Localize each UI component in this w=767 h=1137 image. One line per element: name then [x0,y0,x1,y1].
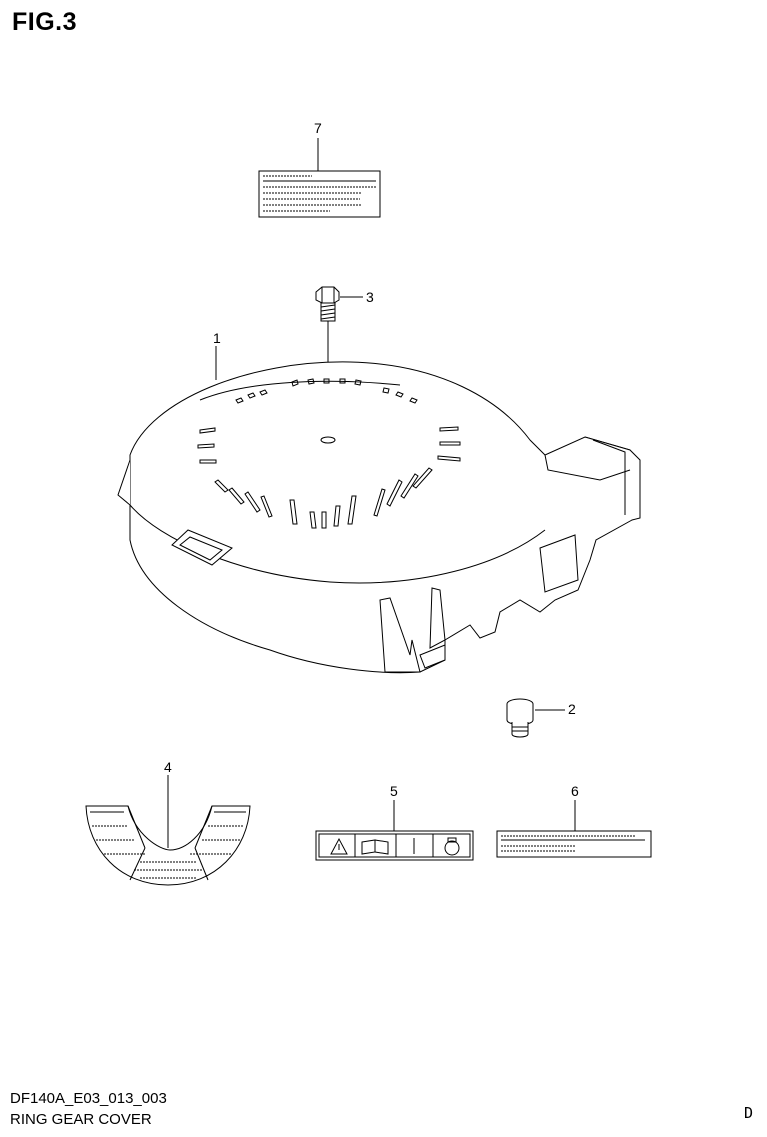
part-4-cushion [85,805,251,886]
circle-icon [444,840,460,856]
part-2-grommet [506,698,534,738]
part-5-warning-label [315,830,474,861]
callout-number-5: 5 [390,783,398,799]
warning-triangle-icon [330,837,348,855]
cover-vent-slots [197,378,461,529]
manual-book-icon [361,839,389,855]
callout-5: 5 [390,783,398,831]
footer-code: DF140A_E03_013_003 [10,1090,167,1107]
callout-7: 7 [314,120,322,171]
callout-number-3: 3 [366,289,374,305]
callout-3: 3 [340,289,374,305]
callout-2: 2 [535,701,576,717]
callout-4: 4 [164,759,172,848]
footer-name: RING GEAR COVER [10,1111,152,1128]
callouts: 1 2 3 4 5 6 7 [164,120,579,848]
part-7-label [258,170,381,218]
part-6-label [496,830,652,858]
callout-number-7: 7 [314,120,322,136]
part-1-cover [117,361,641,674]
callout-number-4: 4 [164,759,172,775]
corner-letter: D [744,1104,754,1122]
callout-6: 6 [571,783,579,831]
figure-label: FIG.3 [12,8,78,36]
callout-number-6: 6 [571,783,579,799]
callout-number-1: 1 [213,330,221,346]
part-3-bolt [315,286,340,440]
callout-number-2: 2 [568,701,576,717]
callout-1: 1 [213,330,221,380]
